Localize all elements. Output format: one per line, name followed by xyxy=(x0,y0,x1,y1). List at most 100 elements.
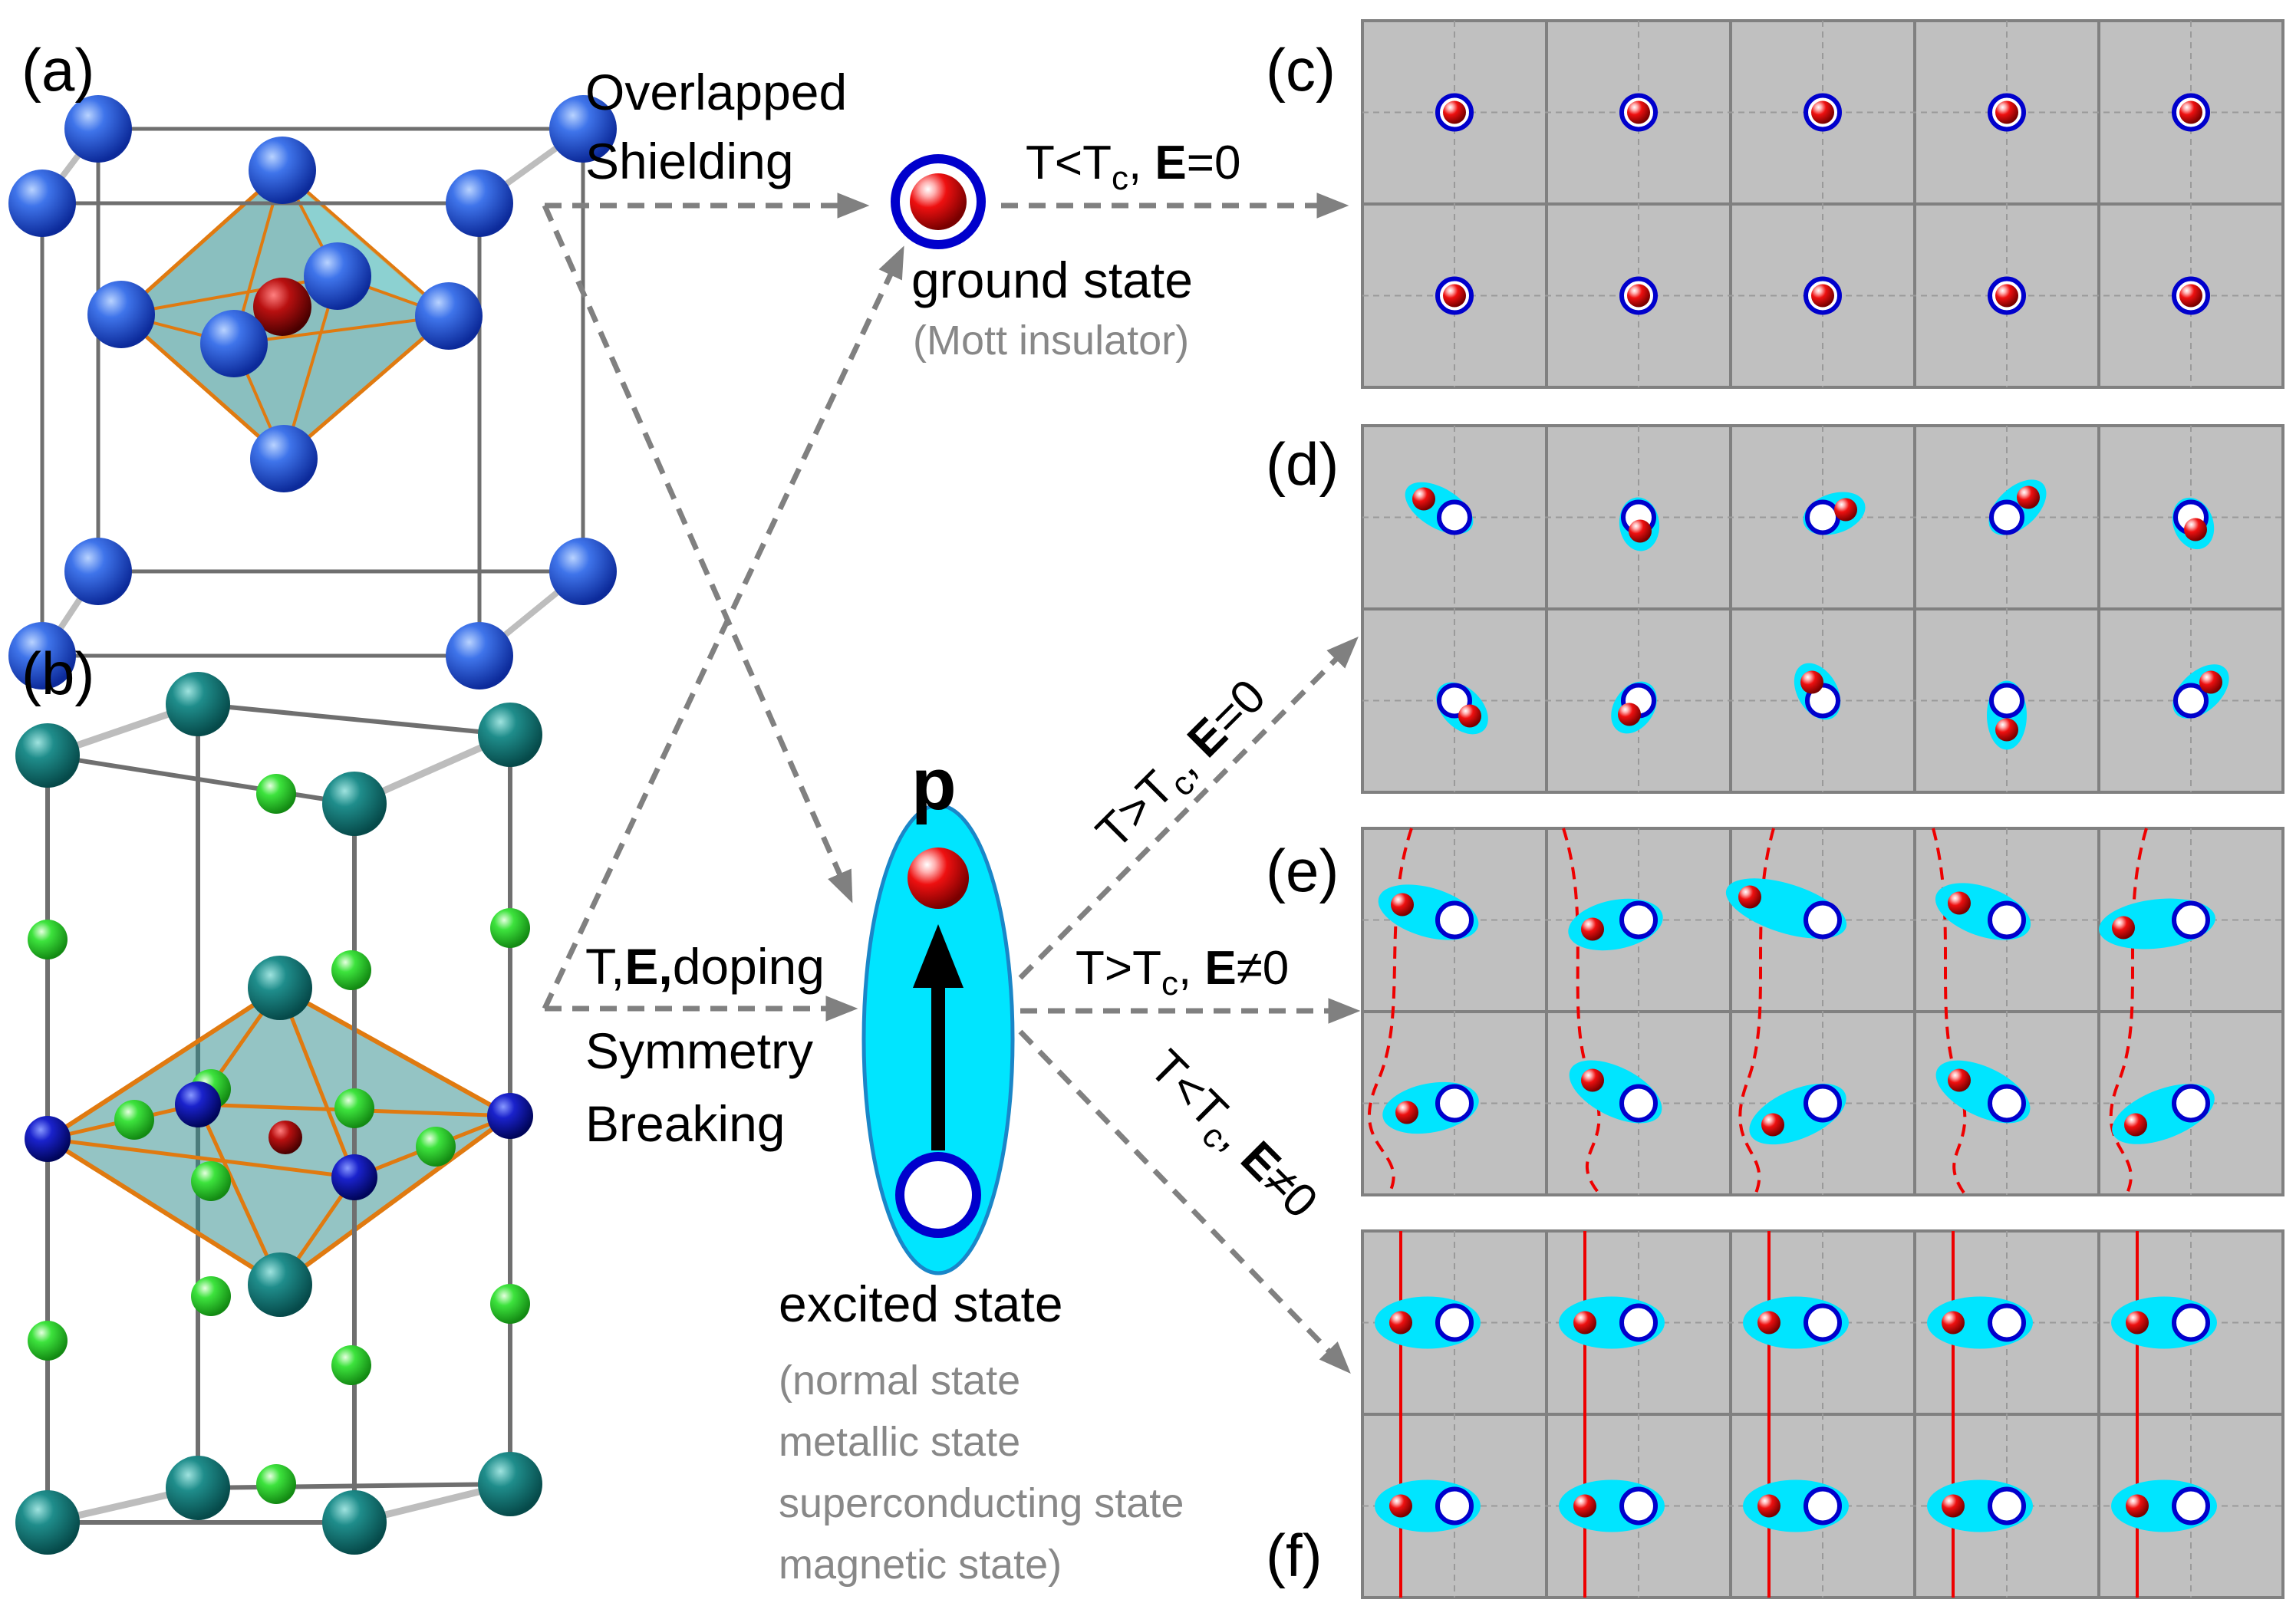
electron xyxy=(2184,518,2207,541)
corner-atom xyxy=(15,723,80,788)
arrow-label-e: T>Tc, E≠0 xyxy=(1076,942,1289,1002)
hole xyxy=(1619,1486,1658,1525)
panel-c xyxy=(1361,19,2284,389)
lattice-panels xyxy=(1361,19,2284,1599)
panel-e xyxy=(1361,827,2284,1196)
hole xyxy=(1988,1084,2026,1123)
electron xyxy=(1757,1494,1780,1518)
apical-atom xyxy=(248,1252,312,1317)
octahedron-edge xyxy=(120,275,338,316)
electron xyxy=(2179,100,2202,124)
octahedron-edge xyxy=(196,1103,282,1286)
hole xyxy=(1804,1084,1842,1123)
electron xyxy=(1581,1068,1604,1092)
green-atom xyxy=(191,1276,231,1316)
equatorial-atom xyxy=(487,1093,533,1139)
electron xyxy=(1761,1113,1784,1137)
corner-atom xyxy=(549,538,617,605)
crystal-structure-b xyxy=(15,672,542,1555)
electron xyxy=(1627,100,1650,124)
arrow-to-d xyxy=(1018,637,1359,980)
electron xyxy=(1948,1068,1971,1092)
electron xyxy=(1443,284,1466,308)
hole xyxy=(1435,1303,1474,1342)
octahedron-edge xyxy=(233,314,450,345)
hole xyxy=(1989,683,2024,719)
electron xyxy=(1811,284,1834,308)
hole xyxy=(1435,900,1474,940)
hole xyxy=(1435,1084,1474,1123)
corner-atom xyxy=(64,95,132,163)
corner-atom xyxy=(64,538,132,605)
green-atom xyxy=(331,1345,371,1385)
label-normal-state: (normal state xyxy=(779,1358,1020,1404)
face-atom xyxy=(200,310,268,377)
green-atom xyxy=(256,774,296,814)
corner-atom xyxy=(478,703,542,767)
green-atom xyxy=(114,1100,154,1140)
label-overlapped: Overlapped xyxy=(585,64,847,120)
hole xyxy=(1805,499,1840,535)
label-symmetry: Symmetry xyxy=(585,1022,813,1079)
panel-d xyxy=(1361,424,2284,794)
hole xyxy=(1988,1486,2026,1525)
electron xyxy=(2017,485,2040,509)
arrow-label-d: T>Tc, E=0 xyxy=(1086,670,1281,864)
electron xyxy=(1948,891,1971,915)
corner-atom xyxy=(549,95,617,163)
electron xyxy=(1389,1311,1412,1335)
center-cation xyxy=(253,278,311,336)
panel-label-f: (f) xyxy=(1266,1522,1323,1589)
electron xyxy=(1942,1494,1965,1518)
text-layer: (a) (b) (c) (d) (e) (f) Overlapped Shiel… xyxy=(21,36,1339,1589)
apical-atom xyxy=(248,956,312,1020)
green-atom xyxy=(191,1161,231,1201)
hole xyxy=(1804,900,1842,940)
corner-atom xyxy=(446,622,513,690)
hole xyxy=(1989,499,2024,535)
green-atom xyxy=(490,1284,530,1324)
arrow-cross-down xyxy=(542,204,853,903)
hole xyxy=(2173,683,2209,719)
corner-atom xyxy=(478,1452,542,1516)
corner-atom xyxy=(446,169,513,237)
electron xyxy=(1942,1311,1965,1335)
cell-edge xyxy=(47,753,355,806)
electron xyxy=(1995,100,2018,124)
arrow-cross-up xyxy=(542,245,904,1010)
label-breaking: Breaking xyxy=(585,1095,786,1152)
electron xyxy=(1757,1311,1780,1335)
corner-atom xyxy=(322,1490,387,1555)
arrow-label-c: T<Tc, E=0 xyxy=(1026,137,1240,197)
face-atom xyxy=(87,281,155,348)
face-atom xyxy=(249,137,316,204)
label-shielding: Shielding xyxy=(585,133,794,189)
electron xyxy=(1834,498,1857,522)
label-t-e-doping: T,E,doping xyxy=(585,938,825,995)
hole xyxy=(2172,1084,2210,1123)
corner-atom xyxy=(322,772,387,836)
green-atom xyxy=(334,1088,374,1128)
electron xyxy=(1995,718,2018,742)
label-superconducting-state: superconducting state xyxy=(779,1480,1184,1526)
hole xyxy=(1437,499,1472,535)
electron xyxy=(2124,1113,2147,1137)
schematic-arrows xyxy=(542,193,1361,1374)
face-atom xyxy=(415,282,483,350)
hole xyxy=(2172,1303,2210,1342)
hole xyxy=(1988,1303,2026,1342)
hole xyxy=(1619,1303,1658,1342)
electron xyxy=(1395,1101,1418,1124)
green-atom xyxy=(28,1321,68,1361)
panel-f xyxy=(1361,1229,2284,1599)
hole xyxy=(1804,1303,1842,1342)
hole xyxy=(2172,900,2210,940)
panel-label-c: (c) xyxy=(1266,36,1336,104)
label-magnetic-state: magnetic state) xyxy=(779,1542,1062,1588)
electron xyxy=(2179,284,2202,308)
green-atom xyxy=(490,908,530,948)
corner-atom xyxy=(8,622,76,690)
crystal-structure-a xyxy=(8,95,617,690)
excited-state-dipole xyxy=(861,803,1015,1275)
panel-label-d: (d) xyxy=(1266,430,1339,498)
